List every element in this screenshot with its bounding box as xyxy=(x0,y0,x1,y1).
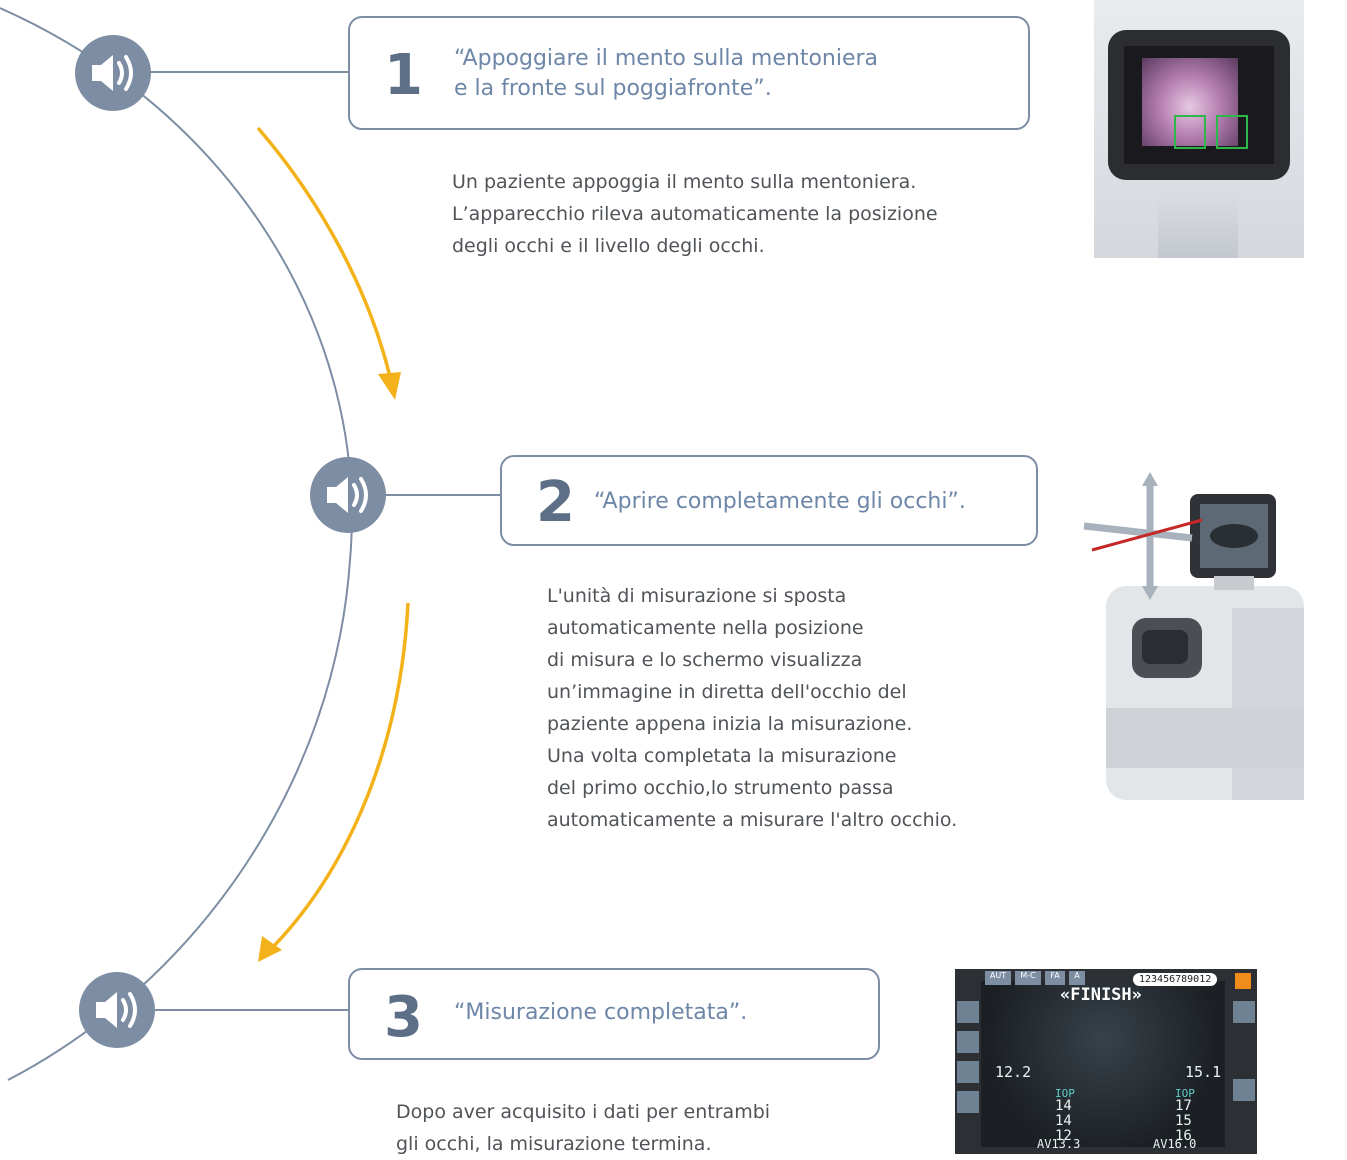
timeline-arc xyxy=(0,7,353,1081)
right-av-value: AV16.0 xyxy=(1153,1137,1197,1151)
iop-label: IOP xyxy=(1175,1087,1195,1100)
eye-detect-box xyxy=(1216,115,1248,149)
step-1-description: Un paziente appoggia il mento sulla ment… xyxy=(452,171,938,257)
device-image-3: AUT M-C FA A 123456789012 «FINISH» 12.2 … xyxy=(955,969,1257,1154)
step-1-number: 1 xyxy=(384,43,423,108)
eye-detect-box xyxy=(1174,115,1206,149)
device-image-1 xyxy=(1094,0,1304,258)
device-base xyxy=(1158,195,1238,258)
finish-label: «FINISH» xyxy=(1060,985,1142,1005)
side-button xyxy=(957,1091,979,1113)
home-button xyxy=(1233,1079,1255,1101)
step-3-quote: “Misurazione completata”. xyxy=(454,1000,748,1025)
measure-screen xyxy=(981,981,1225,1147)
step-3-description: Dopo aver acquisito i dati per entrambi … xyxy=(396,1101,771,1155)
flow-arrow-1 xyxy=(256,126,394,386)
step-3-box: 3 “Misurazione completata”. xyxy=(348,968,880,1060)
side-button xyxy=(957,1061,979,1083)
mode-tab: A xyxy=(1069,971,1085,985)
side-button xyxy=(957,1031,979,1053)
flow-arrow-2 xyxy=(266,602,410,954)
mode-tab: AUT xyxy=(985,971,1011,985)
speaker-icon xyxy=(75,35,151,111)
left-av-value: AV13.3 xyxy=(1037,1137,1081,1151)
patient-face xyxy=(1142,58,1238,146)
left-top-value: 12.2 xyxy=(995,1063,1032,1081)
speaker-icon xyxy=(79,972,155,1048)
right-top-value: 15.1 xyxy=(1185,1063,1222,1081)
flow-arrow-1-head xyxy=(378,372,401,400)
flow-arrow-2-head xyxy=(258,936,282,962)
right-iop-values: 17 15 16 xyxy=(1175,1098,1192,1144)
mode-tab: FA xyxy=(1045,971,1065,985)
device-image-2 xyxy=(1082,468,1304,800)
step-2-number: 2 xyxy=(536,470,575,535)
step-2-description: L'unità di misurazione si sposta automat… xyxy=(547,585,958,831)
side-button xyxy=(957,1001,979,1023)
side-button xyxy=(1233,1001,1255,1023)
mode-tab: M-C xyxy=(1015,971,1041,985)
step-1-quote: “Appoggiare il mento sulla mentoniera e … xyxy=(454,46,879,101)
step-1-box: 1 “Appoggiare il mento sulla mentoniera … xyxy=(348,16,1030,130)
patient-id: 123456789012 xyxy=(1133,973,1218,986)
left-iop-values: 14 14 12 xyxy=(1055,1098,1072,1144)
step-3-number: 3 xyxy=(384,985,423,1050)
step-2-box: 2 “Aprire completamente gli occhi”. xyxy=(500,455,1038,546)
speaker-icon xyxy=(310,457,386,533)
step-2-quote: “Aprire completamente gli occhi”. xyxy=(594,489,966,514)
eye-indicator xyxy=(1235,973,1251,989)
iop-label: IOP xyxy=(1055,1087,1075,1100)
